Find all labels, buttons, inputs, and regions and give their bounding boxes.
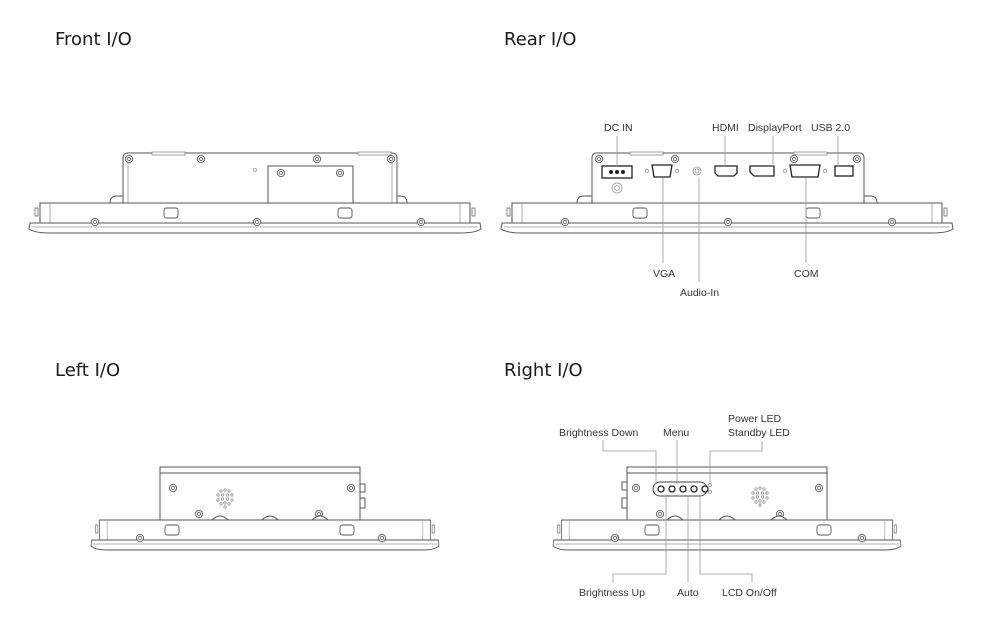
usb-port (834, 165, 854, 177)
label-audio-in: Audio-In (680, 287, 720, 299)
rear-io-drawing (500, 151, 954, 234)
label-standby-led: Standby LED (728, 427, 790, 439)
label-menu: Menu (663, 427, 690, 439)
label-auto: Auto (677, 587, 699, 599)
dc-in-port (601, 165, 633, 194)
label-usb: USB 2.0 (811, 122, 851, 134)
label-hdmi: HDMI (712, 122, 739, 134)
label-brightness-down: Brightness Down (559, 427, 639, 439)
right-leader-lines (602, 440, 763, 583)
displayport-port (749, 165, 775, 177)
left-io-title: Left I/O (55, 360, 121, 381)
label-lcd-onoff: LCD On/Off (722, 587, 777, 599)
com-port (782, 164, 828, 178)
right-io-title: Right I/O (504, 360, 583, 381)
right-io-drawing (552, 466, 902, 551)
label-vga: VGA (653, 268, 676, 280)
label-brightness-up: Brightness Up (579, 587, 645, 599)
label-com: COM (794, 268, 819, 280)
front-io-title: Front I/O (55, 29, 132, 50)
label-power-led: Power LED (728, 413, 782, 425)
vga-port (644, 164, 680, 178)
front-io-drawing (28, 151, 482, 234)
rear-leader-lines (616, 136, 839, 282)
hdmi-port (714, 165, 738, 177)
label-displayport: DisplayPort (748, 122, 802, 134)
rear-io-title: Rear I/O (504, 29, 577, 50)
audio-in-port (692, 166, 702, 176)
label-dc-in: DC IN (604, 122, 633, 134)
osd-buttons (652, 481, 712, 497)
left-io-drawing (90, 466, 440, 551)
